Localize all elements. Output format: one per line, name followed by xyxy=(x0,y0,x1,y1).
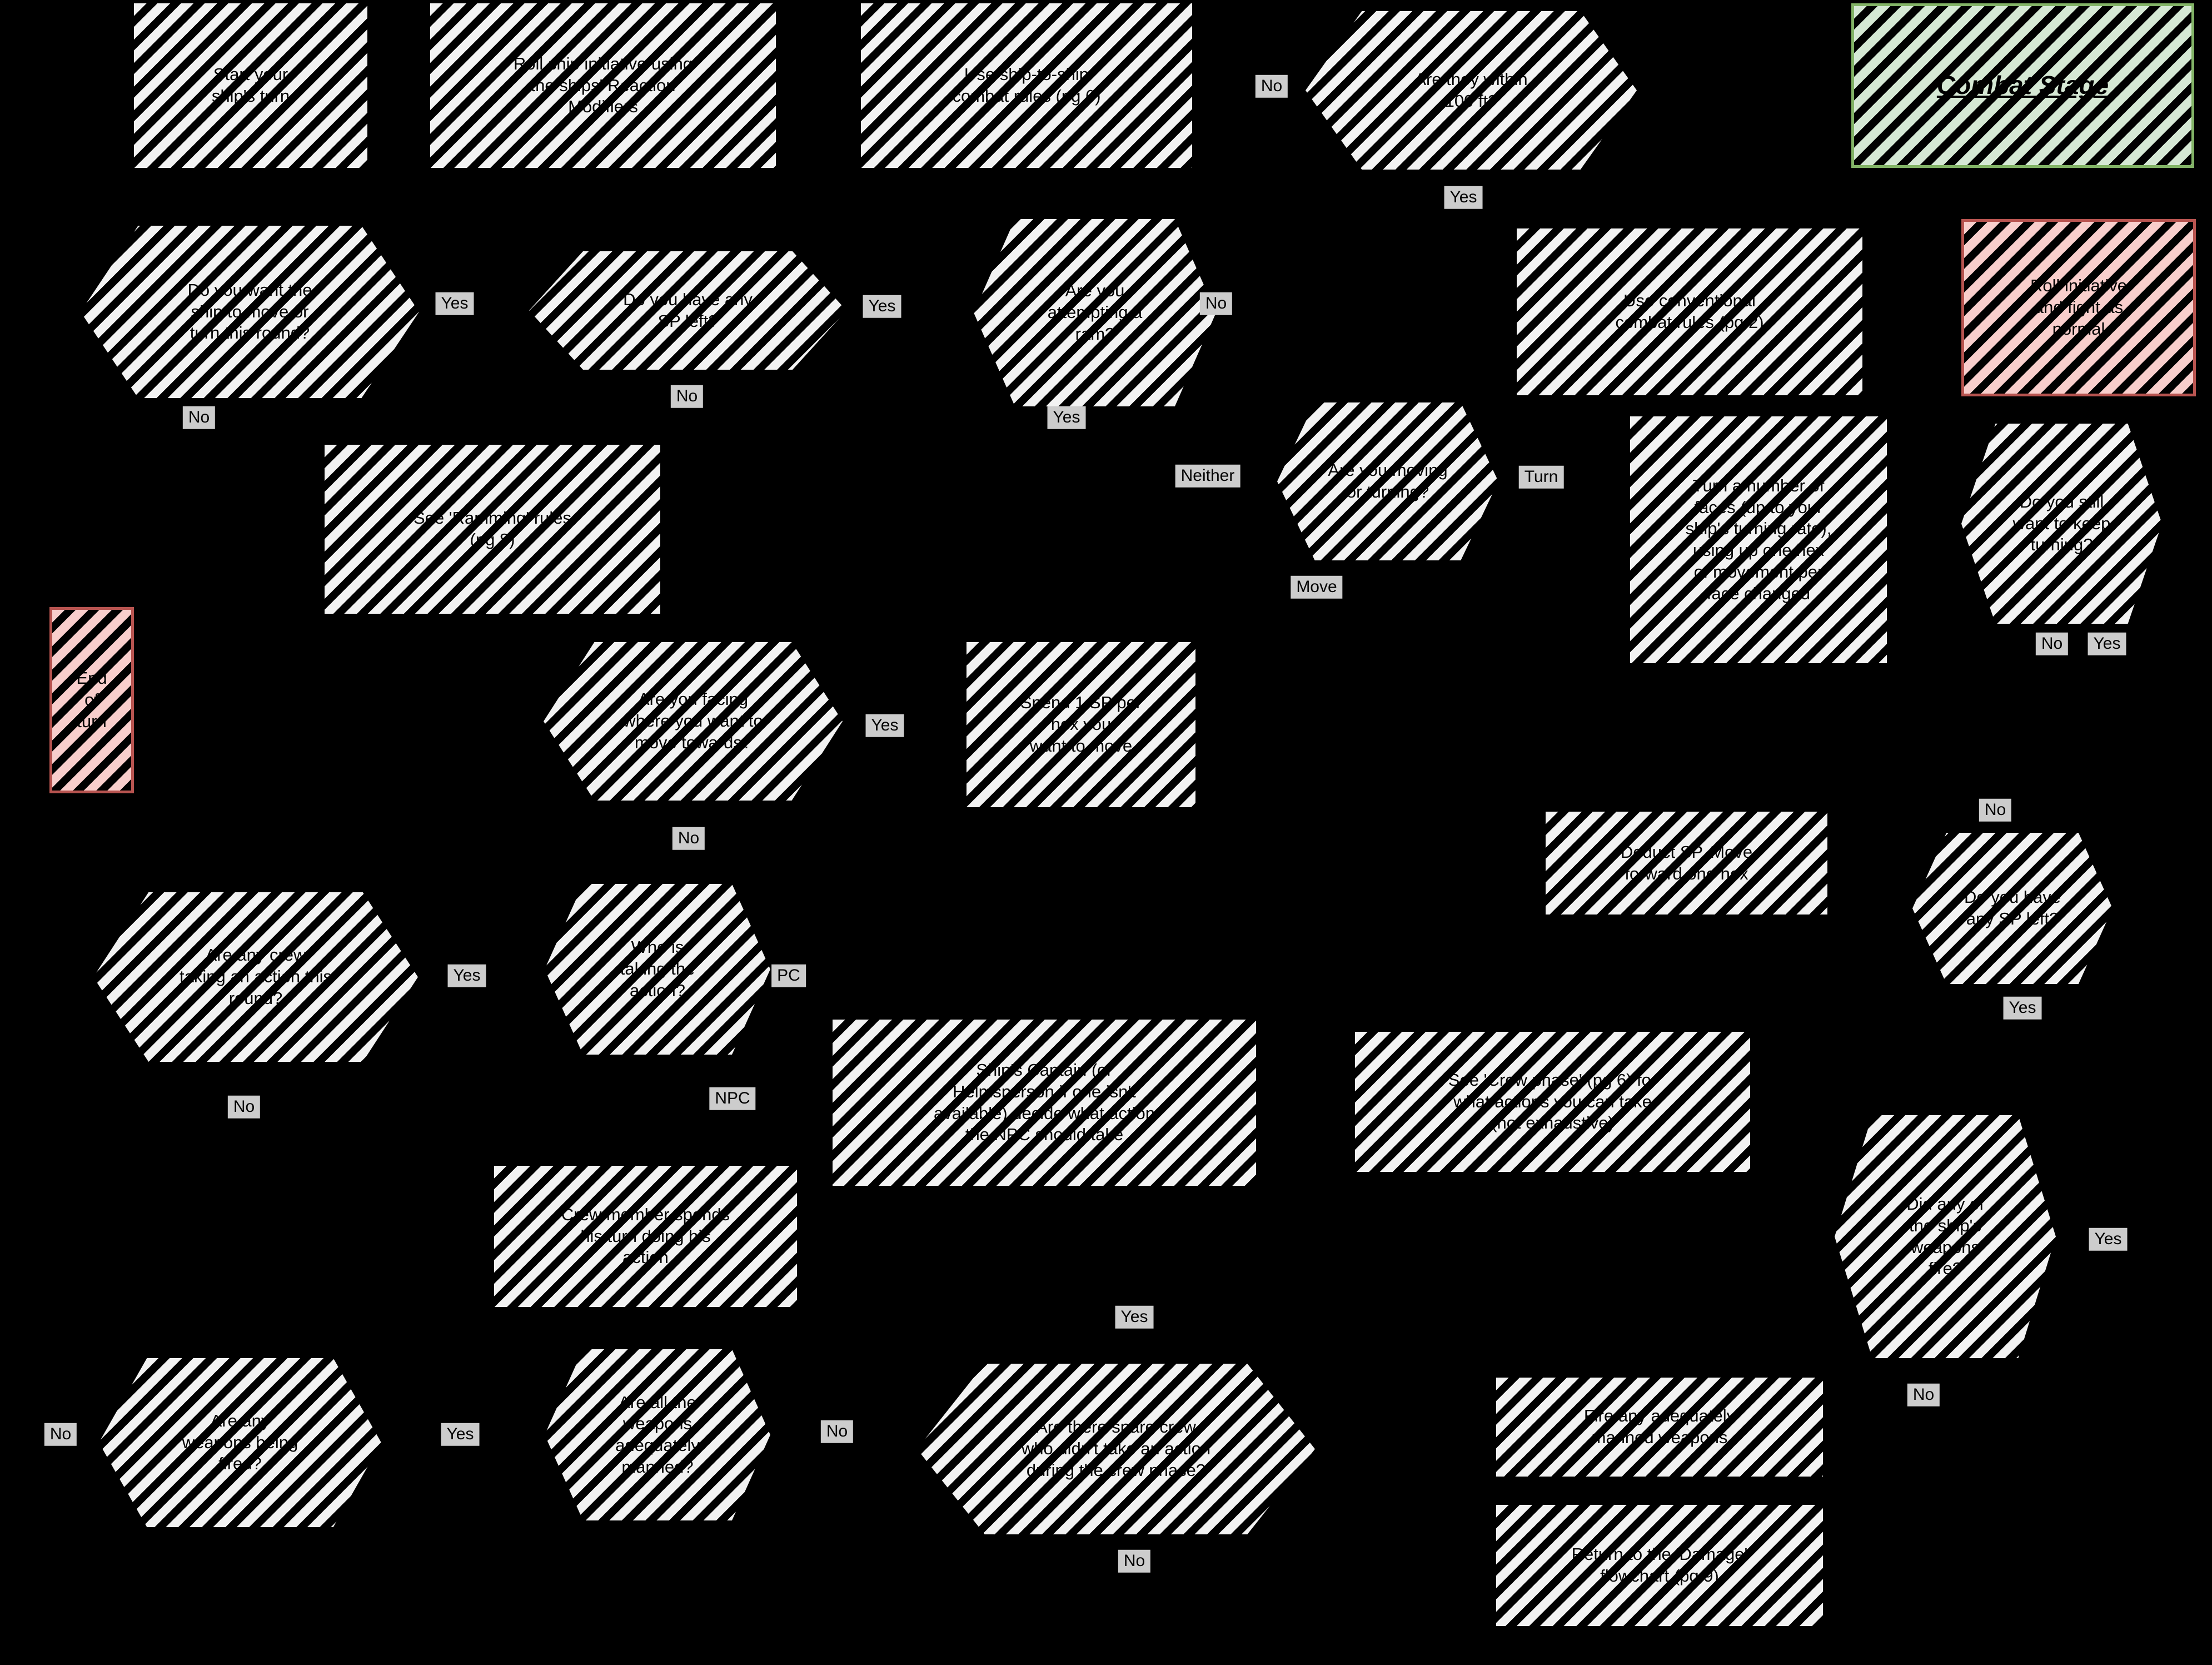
node-crew-phase-ref: See 'Crew phase' (pg 6) for what actions… xyxy=(1355,1032,1750,1172)
node-ramming-rules: See 'Ramming' rules (pg 8) xyxy=(325,445,660,614)
node-label-within-100ft-q: Are they within 100 ft? xyxy=(1414,69,1528,111)
node-label-weapons-manned-q: Are all the weapons adequately manned? xyxy=(615,1392,700,1477)
edge-label-yes-12: Yes xyxy=(2088,632,2126,655)
node-label-roll-ship-initiative: Roll ship initiative using the ships' Re… xyxy=(513,53,693,117)
edge-label-yes-7: Yes xyxy=(1047,406,1086,429)
edge-label-no-0: No xyxy=(1255,74,1288,98)
edge-label-no-14: No xyxy=(672,827,705,850)
node-ship-to-ship-rules: Use ship-to-ship combat rules (pg 6) xyxy=(861,3,1192,168)
node-label-spare-crew-q: Are there spare crew who didn't take an … xyxy=(1021,1417,1211,1480)
node-spend-sp: Spend 1 SP per hex you want to move xyxy=(966,642,1195,807)
node-label-npc-action: Ship's Captain (or Helmsperson if one is… xyxy=(933,1060,1155,1145)
edge-label-move-10: Move xyxy=(1291,575,1343,599)
node-damage-flowchart-ref: Return to the 'Damage' flowchart (pg 9) xyxy=(1496,1505,1823,1626)
edge-label-pc-19: PC xyxy=(771,964,806,987)
node-end-of-turn: End of turn xyxy=(49,607,134,793)
edge-label-no-18: No xyxy=(227,1095,261,1119)
node-label-attempting-ram-q: Are you attempting a ram? xyxy=(1047,281,1143,344)
edge-label-yes-16: Yes xyxy=(2003,996,2042,1020)
edge-label-no-11: No xyxy=(2035,632,2069,655)
node-within-100ft-q: Are they within 100 ft? xyxy=(1306,11,1637,170)
node-deduct-sp-move: Deduct SP. Move forward one hex xyxy=(1546,812,1827,914)
node-label-conventional-rules: Use conventional combat rules (pg 2) xyxy=(1615,291,1764,332)
edge-label-no-27: No xyxy=(1118,1549,1151,1573)
node-combat-stage: Combat Stage xyxy=(1851,3,2194,168)
edge-label-no-6: No xyxy=(1199,292,1233,315)
edge-label-neither-8: Neither xyxy=(1175,464,1240,488)
node-label-turn-faces: Turn a number of faces (up to your ship'… xyxy=(1685,475,1832,603)
node-label-any-sp-left-q2: Do you have any SP left? xyxy=(1964,887,2061,928)
node-weapons-manned-q: Are all the weapons adequately manned? xyxy=(545,1349,770,1520)
node-facing-q: Are you facing where you want to move to… xyxy=(544,642,843,801)
node-label-crew-spends-turn: Crew member spends his turn doing his ac… xyxy=(561,1204,730,1268)
edge-label-yes-13: Yes xyxy=(865,714,904,737)
node-who-acting-q: Who is taking the action? xyxy=(545,884,770,1055)
edge-label-yes-2: Yes xyxy=(435,292,474,315)
node-label-start-ship-turn: Start your ship's turn xyxy=(211,64,290,106)
edge-label-no-26: No xyxy=(820,1420,854,1443)
node-attempting-ram-q: Are you attempting a ram? xyxy=(974,219,1216,406)
edge-label-no-5: No xyxy=(670,385,704,408)
node-keep-turning-q: Do you still want to keep turning? xyxy=(1961,424,2162,624)
node-move-or-turn-q: Do you want the ship to move or turn thi… xyxy=(81,226,419,398)
edge-label-yes-23: Yes xyxy=(1115,1305,1154,1329)
node-moving-or-turning-q: Are you moving or turning? xyxy=(1277,402,1498,560)
node-label-move-or-turn-q: Do you want the ship to move or turn thi… xyxy=(187,280,312,343)
node-label-weapons-fired-q: Did any of the ship's weapons fire? xyxy=(1906,1194,1984,1279)
node-label-any-sp-left-q1: Do you have any SP left? xyxy=(623,289,753,331)
edge-label-npc-20: NPC xyxy=(709,1087,756,1110)
node-label-damage-flowchart-ref: Return to the 'Damage' flowchart (pg 9) xyxy=(1571,1544,1748,1586)
node-weapons-fired-q: Did any of the ship's weapons fire? xyxy=(1835,1115,2056,1358)
node-fire-weapons: Fire any adequately manned weapons xyxy=(1496,1378,1823,1477)
node-label-combat-stage: Combat Stage xyxy=(1936,71,2109,100)
node-weapons-being-fired-q: Are any weapons being fired? xyxy=(99,1358,381,1527)
node-label-weapons-being-fired-q: Are any weapons being fired? xyxy=(182,1410,298,1474)
node-label-keep-turning-q: Do you still want to keep turning? xyxy=(2012,491,2111,555)
node-turn-faces: Turn a number of faces (up to your ship'… xyxy=(1630,416,1887,663)
edge-label-yes-17: Yes xyxy=(447,964,486,987)
node-label-fight-as-normal: Roll initiative and fight as normal xyxy=(2030,276,2127,339)
node-label-deduct-sp-move: Deduct SP. Move forward one hex xyxy=(1620,842,1753,883)
edge-label-no-15: No xyxy=(1979,798,2012,822)
node-label-moving-or-turning-q: Are you moving or turning? xyxy=(1328,460,1448,501)
node-roll-ship-initiative: Roll ship initiative using the ships' Re… xyxy=(430,3,776,168)
node-any-sp-left-q2: Do you have any SP left? xyxy=(1912,833,2113,984)
edge-label-yes-25: Yes xyxy=(441,1423,480,1446)
node-label-crew-phase-ref: See 'Crew phase' (pg 6) for what actions… xyxy=(1448,1070,1657,1133)
node-label-crew-action-q: Are any crew taking an action this round… xyxy=(179,945,332,1008)
node-label-end-of-turn: End of turn xyxy=(76,668,107,731)
edge-label-turn-9: Turn xyxy=(1518,465,1564,489)
node-label-who-acting-q: Who is taking the action? xyxy=(620,937,695,1000)
node-spare-crew-q: Are there spare crew who didn't take an … xyxy=(917,1364,1315,1534)
node-start-ship-turn: Start your ship's turn xyxy=(134,3,367,168)
node-label-fire-weapons: Fire any adequately manned weapons xyxy=(1583,1406,1736,1447)
node-label-facing-q: Are you facing where you want to move to… xyxy=(623,689,763,752)
node-conventional-rules: Use conventional combat rules (pg 2) xyxy=(1517,228,1862,395)
node-any-sp-left-q1: Do you have any SP left? xyxy=(529,251,846,370)
edge-label-yes-4: Yes xyxy=(863,295,901,318)
node-npc-action: Ship's Captain (or Helmsperson if one is… xyxy=(833,1020,1256,1186)
node-label-ramming-rules: See 'Ramming' rules (pg 8) xyxy=(413,508,572,549)
edge-label-yes-21: Yes xyxy=(2089,1227,2128,1251)
node-crew-action-q: Are any crew taking an action this round… xyxy=(93,892,418,1062)
edge-label-no-3: No xyxy=(182,406,216,429)
node-fight-as-normal: Roll initiative and fight as normal xyxy=(1961,219,2196,396)
edge-label-no-22: No xyxy=(1907,1383,1940,1406)
node-crew-spends-turn: Crew member spends his turn doing his ac… xyxy=(494,1166,797,1307)
edge-label-yes-1: Yes xyxy=(1444,186,1483,209)
edge-label-no-24: No xyxy=(44,1423,77,1446)
node-label-ship-to-ship-rules: Use ship-to-ship combat rules (pg 6) xyxy=(952,64,1101,106)
node-label-spend-sp: Spend 1 SP per hex you want to move xyxy=(1020,693,1142,756)
